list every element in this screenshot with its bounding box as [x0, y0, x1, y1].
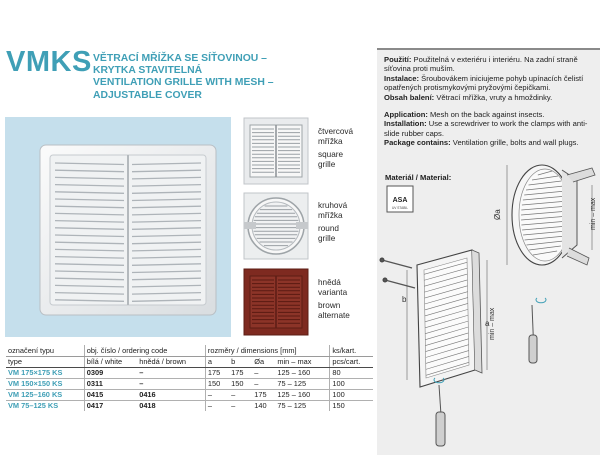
variant-brown-label: hnědá varianta brown alternate — [318, 278, 350, 320]
th-pcs: ks/kart. — [329, 345, 373, 357]
variant-round-image — [243, 192, 309, 260]
square-grille-image — [39, 144, 217, 316]
th-white: bílá / white — [83, 356, 138, 368]
th-type: označení typu — [6, 345, 85, 357]
variant-en2: alternate — [318, 310, 350, 320]
variant-en2: grille — [318, 233, 336, 243]
variant-en: round — [318, 224, 339, 234]
th-a: a — [204, 356, 230, 368]
th-oa: Øa — [252, 356, 276, 368]
th-minmax: min – max — [275, 356, 330, 368]
table-row: VM 175×175 KS 0309 – 175 175 – 125 – 160… — [6, 367, 373, 379]
square-grille-drawing — [379, 249, 547, 447]
title-line: VENTILATION GRILLE WITH MESH – — [93, 77, 274, 89]
title-line: ADJUSTABLE COVER — [93, 89, 202, 101]
variant-en: square — [318, 150, 344, 160]
model-code: VMKS — [6, 46, 92, 78]
info-para: Použití: Použitelná v exteriéru i interi… — [384, 55, 578, 74]
variant-square-image — [243, 117, 309, 185]
dim-b: b — [402, 295, 407, 304]
info-text: Použití: Použitelná v exteriéru i interi… — [384, 55, 594, 148]
th-dims: rozměry / dimensions [mm] — [204, 345, 330, 357]
variant-cz2: varianta — [318, 287, 348, 297]
variant-cz2: mřížka — [318, 210, 343, 220]
title-line: VĚTRACÍ MŘÍŽKA SE SÍŤOVINOU – — [93, 53, 267, 64]
dim-oa: Øa — [493, 209, 502, 220]
title-line: KRYTKA STAVITELNÁ — [93, 65, 203, 77]
info-para: Obsah balení: Větrací mřížka, vruty a hm… — [384, 92, 553, 102]
round-grille-drawing — [506, 164, 596, 266]
variant-cz2: mřížka — [318, 136, 343, 146]
svg-text:ASA: ASA — [393, 197, 408, 204]
dim-min-max-2: min – max — [489, 307, 496, 340]
technical-diagram: ASA UV STABIL Øa min – max — [379, 164, 597, 447]
th-code: obj. číslo / ordering code — [83, 345, 206, 357]
table-row: VM 75–125 KS 0417 0418 – – 140 75 – 125 … — [6, 400, 373, 411]
th-b: b — [229, 356, 253, 368]
table-row: VM 150×150 KS 0311 – 150 150 – 75 – 125 … — [6, 378, 373, 390]
table-row: VM 125–160 KS 0415 0416 – – 175 125 – 16… — [6, 389, 373, 401]
dim-min-max: min – max — [590, 197, 597, 230]
variant-cz: čtvercová — [318, 127, 354, 136]
product-title: VĚTRACÍ MŘÍŽKA SE SÍŤOVINOU – KRYTKA STA… — [93, 53, 368, 102]
info-para: Application: Mesh on the back against in… — [384, 110, 545, 120]
asa-material-badge: ASA UV STABIL — [386, 185, 414, 213]
info-para: Package contains: Ventilation grille, bo… — [384, 138, 579, 148]
variant-square-label: čtvercová mřížka square grille — [318, 127, 353, 169]
th-brown: hnědá / brown — [137, 356, 206, 368]
th-pcs2: pcs/cart. — [329, 356, 373, 368]
material-label: Materiál / Material: — [385, 173, 452, 182]
variant-round-label: kruhová mřížka round grille — [318, 201, 347, 243]
variant-brown-image — [243, 268, 309, 336]
variant-cz: hnědá — [318, 278, 341, 287]
main-product-photo — [5, 117, 231, 337]
dim-a: a — [485, 319, 490, 328]
spec-table: označení typu obj. číslo / ordering code… — [6, 345, 373, 411]
info-para: Instalace: Šroubovákem iniciujeme pohyb … — [384, 73, 584, 93]
variant-en: brown — [318, 301, 341, 311]
svg-text:UV STABIL: UV STABIL — [392, 206, 408, 210]
th-type2: type — [6, 356, 85, 368]
info-para: Installation: Use a screwdriver to work … — [384, 119, 588, 138]
variant-en2: grille — [318, 159, 336, 169]
variant-cz: kruhová — [318, 201, 348, 210]
